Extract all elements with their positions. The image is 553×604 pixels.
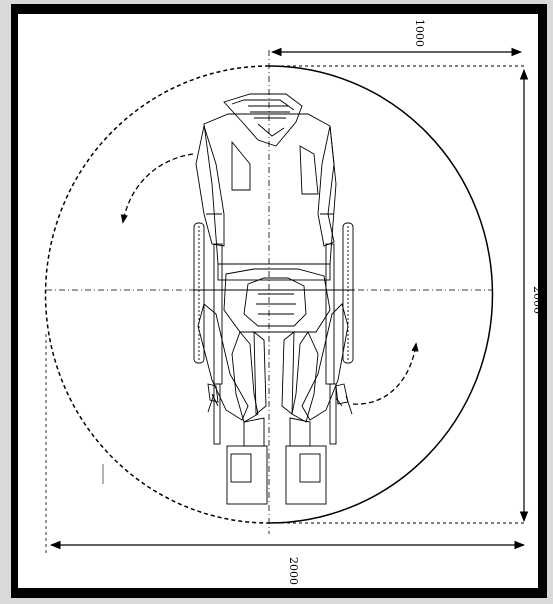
figure-frame: 1000 2000 2000	[11, 4, 547, 598]
dimension-label-top: 1000	[413, 19, 426, 47]
dimension-label-bottom: 2000	[287, 557, 300, 585]
turning-space-diagram: 1000 2000 2000	[44, 19, 538, 585]
curved-arrow-icon	[352, 342, 419, 405]
drawing-sheet: 1000 2000 2000	[18, 14, 538, 588]
wheelchair-user-icon	[193, 93, 354, 505]
extension-lines	[45, 50, 525, 554]
turning-circle	[44, 65, 494, 524]
dimension-label-right: 2000	[531, 286, 538, 314]
curved-arrow-icon	[120, 153, 194, 224]
